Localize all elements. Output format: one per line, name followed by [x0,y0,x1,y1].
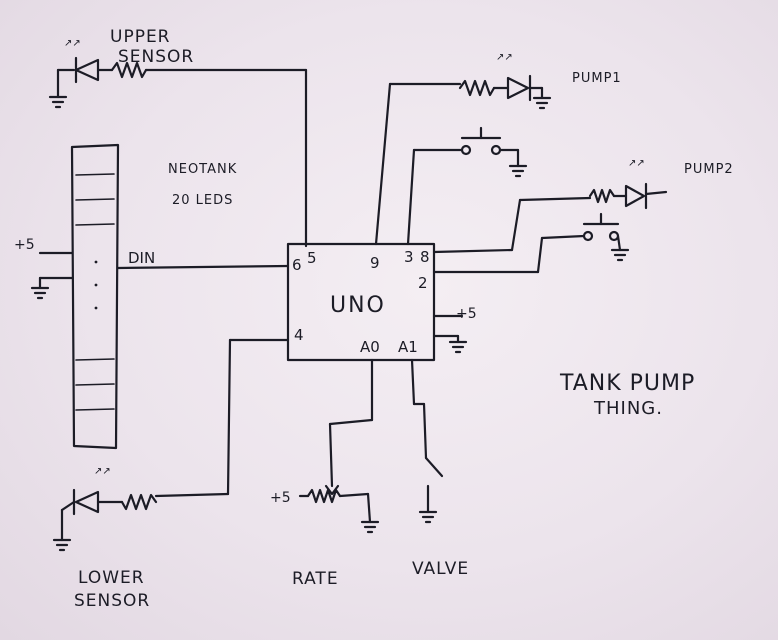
pin-2: 2 [418,274,428,292]
upper-sensor-label-2: SENSOR [118,47,194,67]
plus5-label: +5 [14,237,35,253]
project-title: TANK PUMP [559,371,695,396]
light-rays-icon: ↗↗ [64,38,81,49]
light-rays-icon: ↗↗ [628,158,645,169]
plus5-label: +5 [270,490,291,506]
ground-symbol [610,248,630,262]
project-subtitle: THING. [593,398,663,419]
neotank-label: NEOTANK [168,162,237,177]
ground-symbol [30,286,50,300]
light-rays-icon: ↗↗ [94,466,111,477]
ground-symbol [418,510,438,524]
lower-sensor-label-2: SENSOR [74,591,150,611]
pump1-indicator: ↗↗ PUMP1 [374,52,622,246]
pin-6: 6 [292,256,302,274]
pin-5: 5 [307,249,317,267]
rate-potentiometer: +5 RATE [270,358,380,589]
valve-switch: VALVE [410,358,469,579]
pump2-label: PUMP2 [684,162,734,177]
ground-symbol [532,96,552,110]
valve-label: VALVE [412,559,469,579]
pump2-indicator: ↗↗ PUMP2 [432,158,734,254]
pin-a0: A0 [360,338,380,356]
pin-9: 9 [370,254,380,272]
upper-sensor: ↗↗ UPPER SENSOR [48,27,308,248]
ground-symbol [508,164,528,178]
pin-3: 3 [404,248,414,266]
ground-symbol [448,340,468,354]
lower-sensor: ↗↗ LOWER SENSOR [52,338,290,611]
ground-symbol [52,538,72,552]
uno-label: UNO [330,293,386,318]
pump1-button [406,126,528,246]
pin-4: 4 [294,326,304,344]
neotank-strip: +5 NEOTANK 20 LEDS DIN [14,143,290,450]
din-label: DIN [128,249,155,267]
pump1-label: PUMP1 [572,71,622,86]
pump2-button [432,212,630,274]
neotank-leds-label: 20 LEDS [172,193,233,208]
pin-a1: A1 [398,338,418,356]
lower-sensor-label-1: LOWER [78,568,145,588]
pin-8: 8 [420,248,430,266]
upper-sensor-label-1: UPPER [110,27,171,47]
ground-symbol [48,95,68,109]
uno-board: UNO 6 5 9 3 8 2 4 A0 A1 +5 [286,242,477,362]
rate-label: RATE [292,569,339,589]
ground-symbol [360,520,380,534]
light-rays-icon: ↗↗ [496,52,513,63]
plus5-label: +5 [456,306,477,322]
